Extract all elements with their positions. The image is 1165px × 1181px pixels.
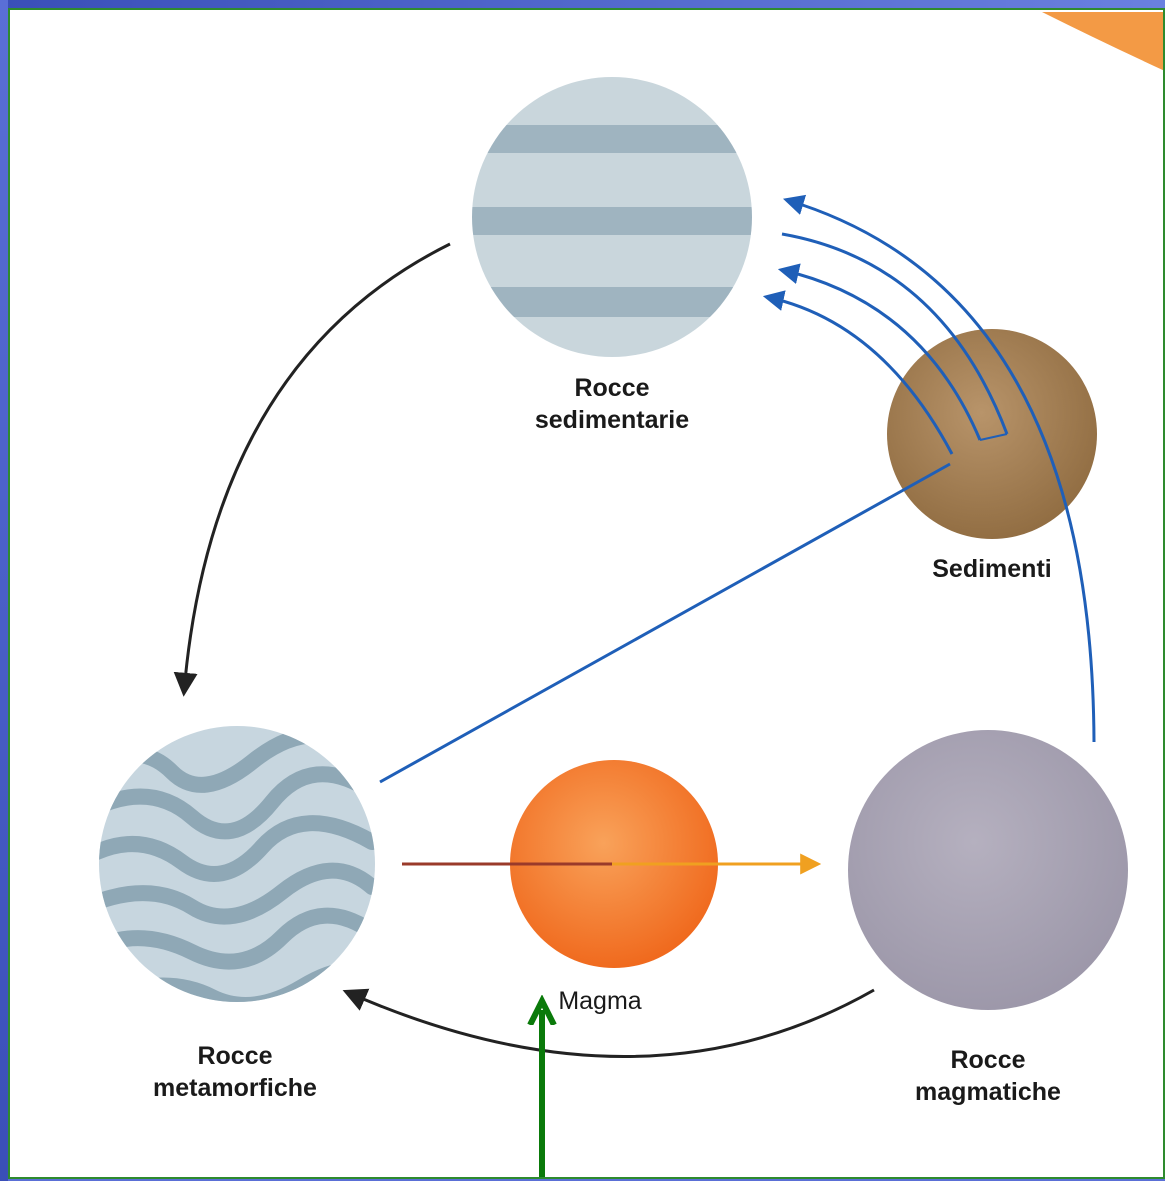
slide-frame: Rocce sedimentarie Sedimenti Rocce metam… <box>8 8 1165 1179</box>
window-left-band <box>0 0 8 1181</box>
metamorphic-rock-circle <box>97 726 375 1005</box>
label-igneous-line2: magmatiche <box>915 1078 1061 1106</box>
label-sedimentary-line1: Rocce <box>574 374 649 402</box>
orange-corner-decoration <box>1042 12 1165 72</box>
igneous-rock-circle <box>848 730 1128 1010</box>
rock-cycle-diagram: Rocce sedimentarie Sedimenti Rocce metam… <box>10 10 1165 1179</box>
label-magma: Magma <box>558 987 641 1015</box>
label-sedimentary-line2: sedimentarie <box>535 406 689 434</box>
label-igneous-line1: Rocce <box>950 1046 1025 1074</box>
label-sediments: Sedimenti <box>932 555 1051 583</box>
window-top-band <box>0 0 1165 8</box>
label-metamorphic-line2: metamorfiche <box>153 1074 317 1102</box>
arrow-metamorphic-to-sediments <box>380 464 950 782</box>
label-metamorphic-line1: Rocce <box>197 1042 272 1070</box>
arrow-sedimentary-to-metamorphic <box>184 244 450 692</box>
sedimentary-rock-circle <box>472 77 752 357</box>
